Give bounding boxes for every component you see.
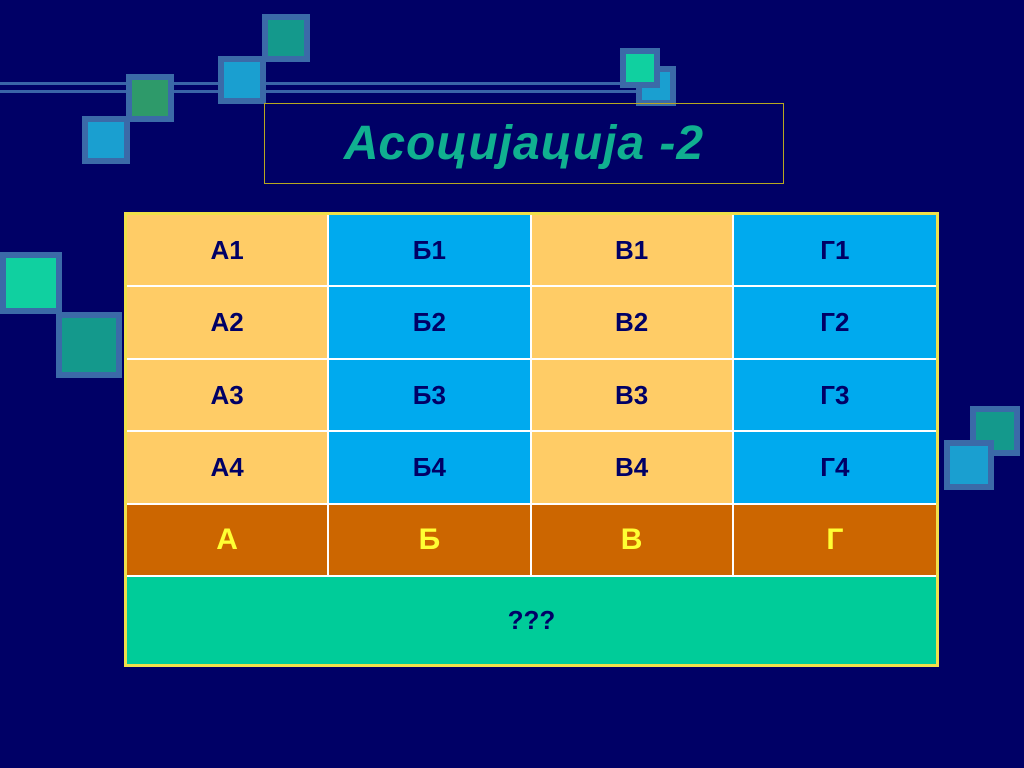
association-table: А1 Б1 В1 Г1 А2 Б2 В2 Г2 А3 Б3 В3 Г3 А4 Б…: [127, 215, 936, 664]
cell-b3[interactable]: Б3: [329, 359, 532, 433]
decorative-line-top: [0, 82, 672, 85]
cell-v3[interactable]: В3: [531, 359, 734, 433]
cell-b4[interactable]: Б4: [329, 432, 532, 505]
cell-a4[interactable]: А4: [127, 432, 330, 505]
decorative-square: [82, 116, 130, 164]
table-row: А1 Б1 В1 Г1: [127, 215, 936, 288]
decorative-square: [262, 14, 310, 62]
cell-v1[interactable]: В1: [531, 215, 734, 288]
cell-v4[interactable]: В4: [531, 432, 734, 505]
cell-b2[interactable]: Б2: [329, 287, 532, 360]
table-row: А2 Б2 В2 Г2: [127, 287, 936, 360]
table-row: А3 Б3 В3 Г3: [127, 359, 936, 433]
decorative-square: [620, 48, 660, 88]
decorative-square: [56, 312, 122, 378]
column-answer-row: А Б В Г: [127, 504, 936, 578]
decorative-square: [944, 440, 994, 490]
decorative-square: [218, 56, 266, 104]
decorative-square: [0, 252, 62, 314]
cell-g3[interactable]: Г3: [733, 359, 936, 433]
decorative-line-top-2: [0, 90, 672, 93]
answer-b[interactable]: Б: [329, 504, 532, 578]
cell-a1[interactable]: А1: [127, 215, 330, 288]
cell-g2[interactable]: Г2: [733, 287, 936, 360]
title-box: Асоцијација -2: [264, 103, 784, 184]
cell-g4[interactable]: Г4: [733, 432, 936, 505]
final-answer-row: ???: [127, 577, 936, 664]
answer-a[interactable]: А: [127, 504, 330, 578]
cell-b1[interactable]: Б1: [329, 215, 532, 288]
cell-g1[interactable]: Г1: [733, 215, 936, 288]
decorative-square: [126, 74, 174, 122]
table-row: А4 Б4 В4 Г4: [127, 432, 936, 505]
page-title: Асоцијација -2: [343, 117, 705, 170]
cell-a3[interactable]: А3: [127, 359, 330, 433]
cell-a2[interactable]: А2: [127, 287, 330, 360]
answer-g[interactable]: Г: [733, 504, 936, 578]
association-board: А1 Б1 В1 Г1 А2 Б2 В2 Г2 А3 Б3 В3 Г3 А4 Б…: [124, 212, 939, 667]
answer-v[interactable]: В: [531, 504, 734, 578]
cell-v2[interactable]: В2: [531, 287, 734, 360]
final-answer[interactable]: ???: [127, 577, 936, 664]
